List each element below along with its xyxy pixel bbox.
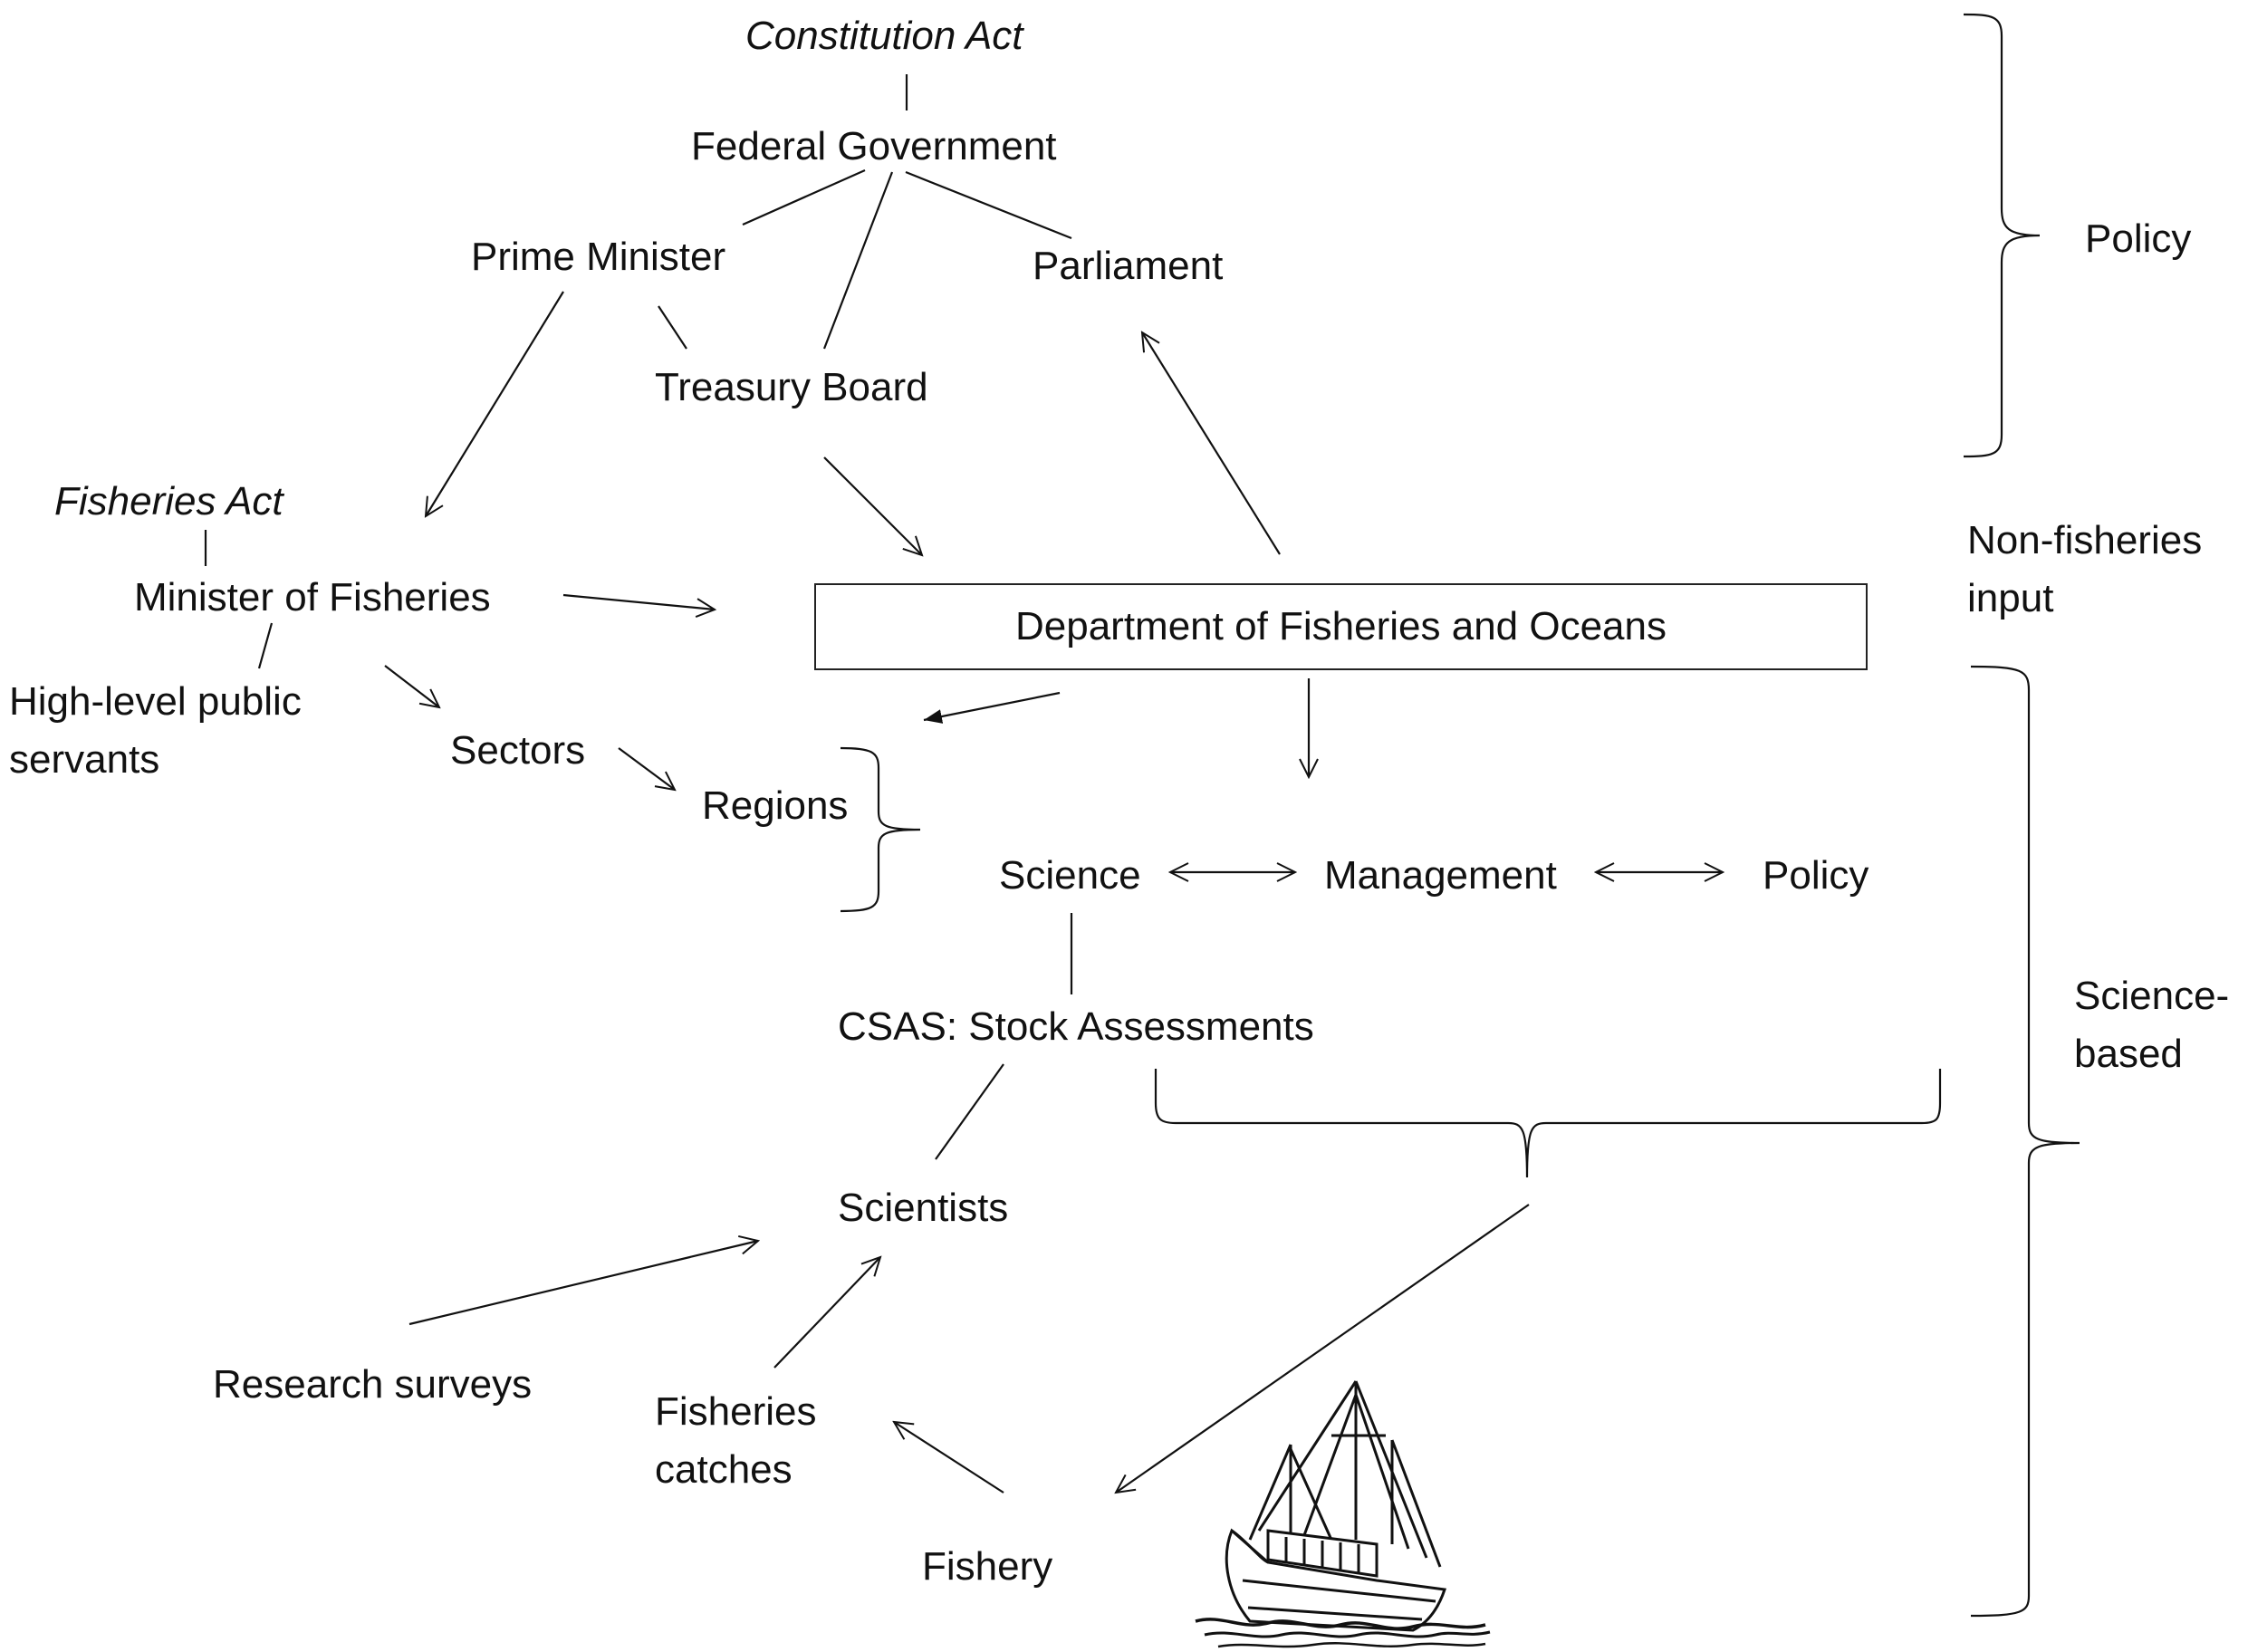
high-level-public-servants-label: High-level public servants [9,679,302,782]
side-label-policy: Policy [2085,216,2192,261]
science-label: Science [999,853,1141,898]
policy-node-label: Policy [1763,853,1869,898]
management-label: Management [1324,853,1557,898]
fishing-boat-illustration [1195,1380,1491,1648]
connector-federal-treasury [822,171,894,350]
side-label-science-based: Science- based [2074,974,2230,1076]
fisheries-catches-label: Fisheries catches [655,1389,817,1492]
brace-science-based [1970,665,2080,1618]
connector-csas-scientists [935,1063,1004,1160]
treasury-board-label: Treasury Board [655,365,928,409]
fisheries-act-label: Fisheries Act [54,479,283,523]
arrow-fishery-catches [894,1422,1004,1494]
connector-pm-treasury [658,305,687,350]
connector-federal-pm [742,168,866,226]
fishery-label: Fishery [922,1544,1053,1589]
arrow-pm-minister [426,291,564,516]
dfo-box: Department of Fisheries and Oceans [814,583,1868,670]
sectors-label: Sectors [450,728,586,773]
brace-policy [1963,13,2041,458]
parliament-label: Parliament [1033,244,1224,288]
federal-government-label: Federal Government [691,124,1057,168]
arrow-sectors-regions [618,747,675,790]
constitution-act-label: Constitution Act [745,14,1023,58]
arrow-surveys-scientists [408,1241,758,1326]
connector-minister-servants [257,622,274,669]
regions-label: Regions [702,783,849,828]
arrow-minister-sectors [384,665,439,707]
side-label-non-fisheries-input: Non-fisheries input [1967,518,2203,620]
arrow-bracket-fishery [1116,1204,1530,1493]
csas-label: CSAS: Stock Assessments [838,1004,1314,1049]
scientists-label: Scientists [838,1186,1009,1230]
arrow-dfo-parliament [1142,332,1281,555]
connector-federal-parliament [905,170,1072,240]
arrow-dfo-regions [923,691,1061,724]
prime-minister-label: Prime Minister [471,235,726,279]
research-surveys-label: Research surveys [213,1362,533,1407]
dfo-label: Department of Fisheries and Oceans [1014,604,1667,648]
arrow-minister-dfo [562,593,715,610]
brace-stock-assessments [1154,1069,1942,1178]
arrow-treasury-dfo [823,456,922,555]
minister-of-fisheries-label: Minister of Fisheries [134,575,491,620]
brace-regions [840,746,921,913]
arrow-catches-scientists [773,1257,880,1369]
